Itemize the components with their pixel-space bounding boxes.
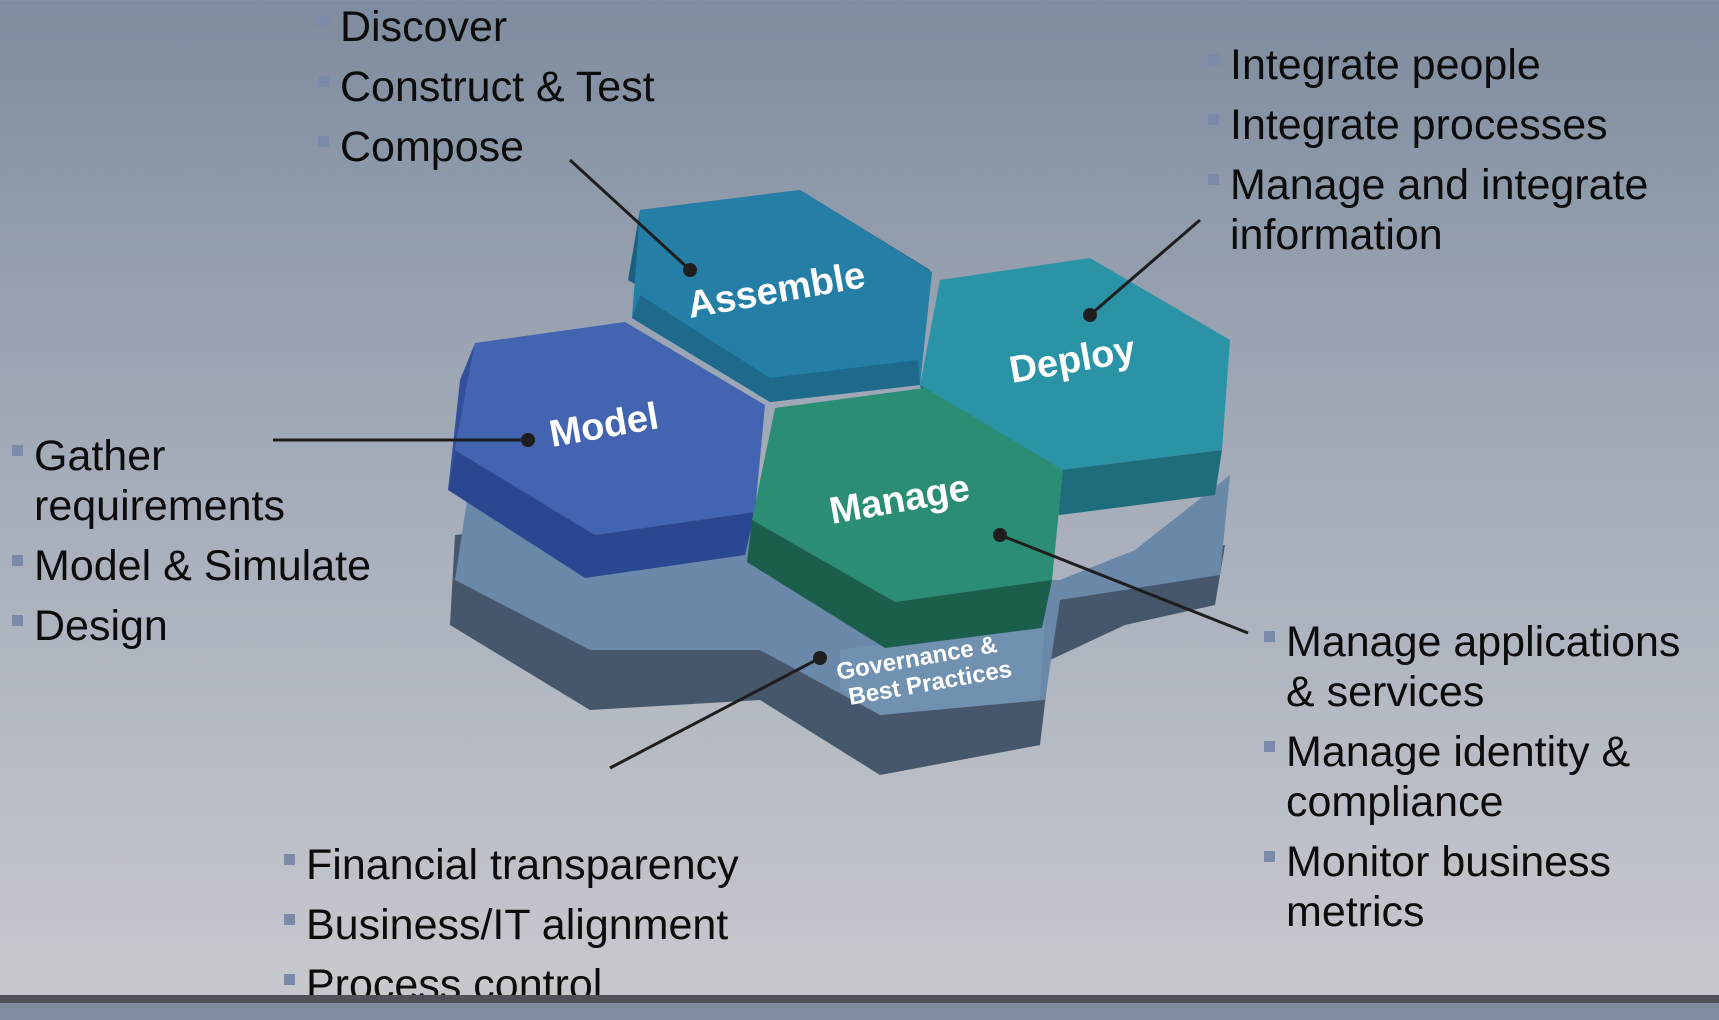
connector-deploy: [1089, 218, 1201, 317]
model-list: Gather requirements Model & Simulate Des…: [12, 431, 392, 661]
manage-hex[interactable]: [747, 388, 1063, 648]
governance-list: Financial transparency Business/IT align…: [284, 840, 739, 1020]
list-item: Gather requirements: [12, 431, 334, 531]
list-item: Model & Simulate: [12, 541, 392, 591]
list-item: Design: [12, 601, 392, 651]
connector-lines: [273, 158, 1249, 770]
connector-governance: [609, 656, 821, 770]
connector-assemble: [568, 158, 692, 272]
list-item: Discover: [318, 2, 655, 52]
assemble-list: Discover Construct & Test Compose: [318, 2, 655, 182]
list-item: Integrate processes: [1208, 100, 1700, 150]
list-item: Manage applications & services: [1264, 617, 1716, 717]
list-item: Manage and integrate information: [1208, 160, 1700, 260]
list-item: Financial transparency: [284, 840, 739, 890]
deploy-list: Integrate people Integrate processes Man…: [1208, 40, 1700, 270]
list-item: Compose: [318, 122, 655, 172]
connector-dots: [521, 263, 1097, 665]
list-item: Construct & Test: [318, 62, 655, 112]
list-item: Integrate people: [1208, 40, 1700, 90]
list-item: Business/IT alignment: [284, 900, 739, 950]
list-item: Manage identity & compliance: [1264, 727, 1716, 827]
list-item: Monitor business metrics: [1264, 837, 1716, 937]
connector-manage: [999, 533, 1249, 635]
assemble-hex[interactable]: [628, 190, 932, 402]
manage-list: Manage applications & services Manage id…: [1264, 617, 1714, 947]
model-hex[interactable]: [448, 322, 765, 578]
bottom-bar: [0, 995, 1719, 1003]
